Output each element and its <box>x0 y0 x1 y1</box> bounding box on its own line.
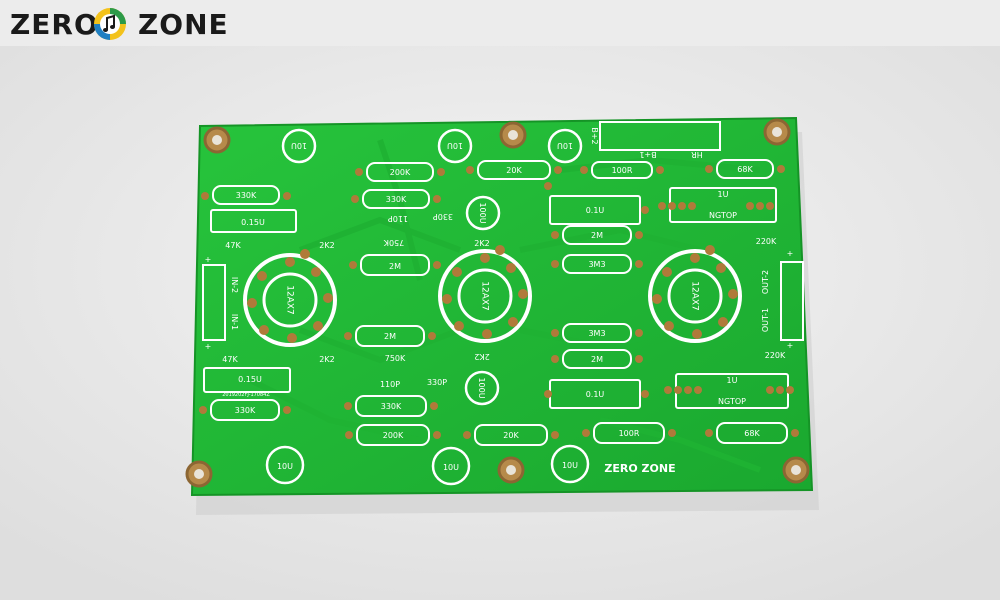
cap-label: 0.1U <box>586 206 605 215</box>
resistor-label: 2M <box>591 355 603 364</box>
resistor-label: 200K <box>383 431 404 440</box>
polarity-mark: + <box>787 249 794 258</box>
music-note-logo-icon <box>94 8 126 40</box>
connector-label: B+1 <box>639 150 656 159</box>
cap-label: 0.1U <box>586 390 605 399</box>
tube-label-v1: 12AX7 <box>285 285 295 315</box>
cap-label: 1U <box>727 376 738 385</box>
cap-label: 110P <box>380 380 400 389</box>
resistor-label: 750K <box>383 238 404 247</box>
connector-label: B+2 <box>590 127 599 144</box>
resistor-label: 68K <box>737 165 753 174</box>
cap-label: 0.15U <box>241 218 265 227</box>
resistor-label: 2M <box>591 231 603 240</box>
polarity-mark: + <box>787 341 794 350</box>
cap-outline <box>547 128 583 164</box>
resistor-label: 2K2 <box>474 239 489 248</box>
connector-label: HR <box>691 150 703 159</box>
cap-outline <box>465 195 501 231</box>
resistor-label: 3M3 <box>588 329 605 338</box>
polarity-mark: + <box>205 342 212 351</box>
cap-outline <box>431 446 471 486</box>
pcb-traces <box>248 139 762 473</box>
cap-label: 10U <box>447 141 463 150</box>
resistor-label: 100R <box>612 166 633 175</box>
tube-label-v3: 12AX7 <box>690 281 700 311</box>
cap-label: 0.15U <box>238 375 262 384</box>
resistor-label: 2K2 <box>474 352 489 361</box>
connector-label: OUT-1 <box>761 308 770 332</box>
cap-outline <box>265 445 305 485</box>
resistor-label: 2M <box>389 262 401 271</box>
tube-label-v2: 12AX7 <box>480 281 490 311</box>
resistor-label: 2M <box>384 332 396 341</box>
cap-outline <box>437 128 473 164</box>
resistor-label: 220K <box>765 351 786 360</box>
tube-socket-v1: 12AX7 <box>243 249 337 347</box>
resistor-label: 330K <box>235 406 256 415</box>
cap-label: 10U <box>443 463 459 472</box>
brand-header: ZERO ZONE <box>0 0 1000 46</box>
brand-word-left: ZERO <box>10 8 99 41</box>
tube-socket-v3: 12AX7 <box>648 245 742 343</box>
resistor-label: 20K <box>503 431 519 440</box>
cap-label: 110P <box>388 214 408 223</box>
resistor-label: 100R <box>619 429 640 438</box>
resistor-label: 2K2 <box>319 241 334 250</box>
connector-label: OUT-2 <box>761 270 770 294</box>
cap-label: 10U <box>277 462 293 471</box>
cap-label: 330P <box>427 378 447 387</box>
cap-label: 10U <box>291 141 307 150</box>
cap-label: 1U <box>718 190 729 199</box>
resistor-label: 330K <box>381 402 402 411</box>
connector-label: IN-1 <box>230 314 239 330</box>
cap-label: 10U <box>557 141 573 150</box>
polarity-mark: + <box>205 255 212 264</box>
cap-label: 100U <box>477 377 486 398</box>
coupling-label: NGTOP <box>709 211 737 220</box>
tube-socket-v2: 12AX7 <box>438 245 532 343</box>
solder-pads <box>199 165 799 439</box>
resistor-label: 47K <box>222 355 238 364</box>
resistor-label: 47K <box>225 241 241 250</box>
resistor-label: 68K <box>744 429 760 438</box>
mounting-holes <box>185 118 810 488</box>
resistor-label: 330K <box>236 191 257 200</box>
silkscreen-brand: ZERO ZONE <box>604 462 675 475</box>
connector-label: IN-2 <box>230 277 239 293</box>
cap-label: 330P <box>433 212 453 221</box>
brand-word-right: ZONE <box>138 8 229 41</box>
cap-outline <box>281 128 317 164</box>
coupling-label: NGTOP <box>718 397 746 406</box>
pcb-board <box>190 116 814 497</box>
resistor-label: 20K <box>506 166 522 175</box>
resistor-label: 750K <box>385 354 406 363</box>
resistor-label: 220K <box>756 237 777 246</box>
resistor-label: 2K2 <box>319 355 334 364</box>
resistor-label: 330K <box>386 195 407 204</box>
cap-label: 100U <box>478 202 487 223</box>
cap-outline <box>464 370 500 406</box>
cap-label: 10U <box>562 461 578 470</box>
resistor-label: 3M3 <box>588 260 605 269</box>
cap-outline <box>550 444 590 484</box>
serial-number: 2019202FJ-17084Z <box>222 392 270 398</box>
resistor-label: 200K <box>390 168 411 177</box>
